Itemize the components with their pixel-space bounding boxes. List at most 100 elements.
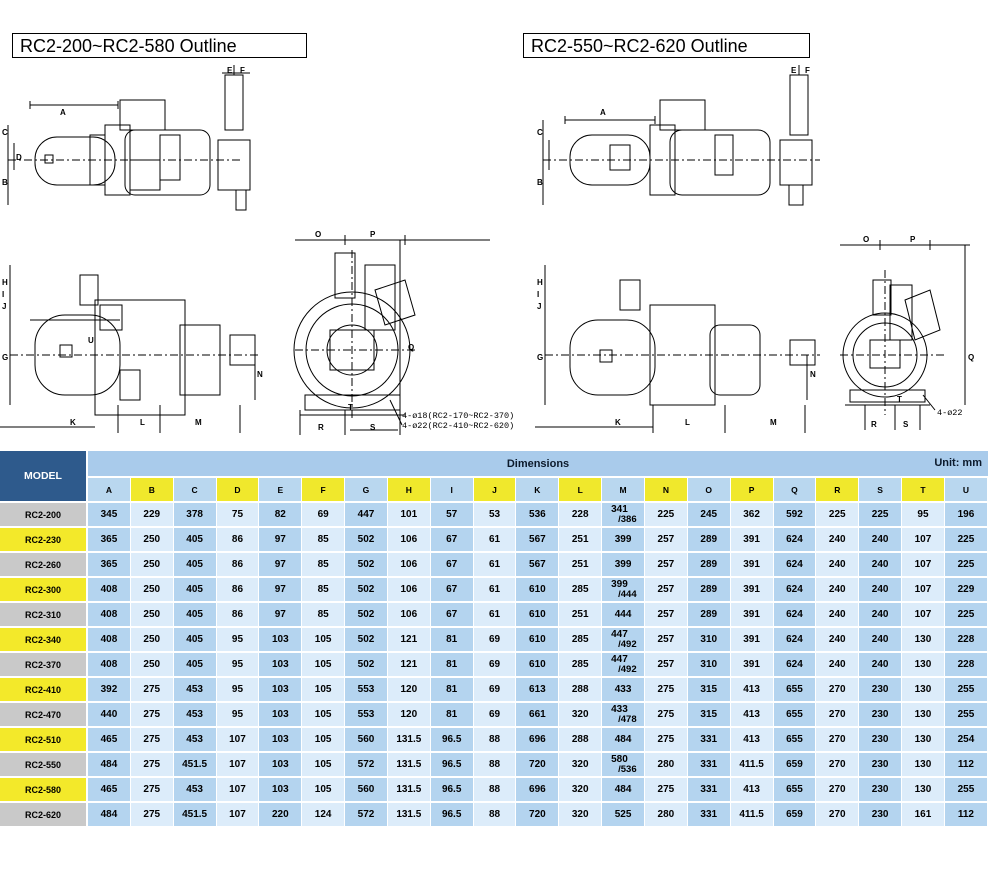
dimension-cell-g: 560 [345, 776, 388, 801]
dimension-cell-a: 365 [88, 551, 131, 576]
dimension-cell-k: 567 [516, 551, 560, 576]
column-header-q: Q [773, 476, 817, 501]
dim-label-o: O [315, 230, 321, 239]
dimension-cell-s: 240 [859, 576, 903, 601]
dim-label-l: L [140, 418, 145, 427]
column-header-j: J [473, 476, 517, 501]
dimension-cell-i: 81 [430, 651, 474, 676]
dimension-cell-t: 130 [902, 701, 945, 726]
dimension-cell-m: 484 [602, 726, 645, 751]
dimension-cell-a: 408 [88, 601, 131, 626]
dimension-cell-t: 130 [902, 751, 945, 776]
dimension-cell-r: 270 [816, 676, 860, 701]
dimension-cell-s: 230 [859, 801, 903, 826]
bolt-note-2: 4-ø22(RC2-410~RC2-620) [402, 421, 514, 431]
split-value-top: 433 [611, 703, 628, 715]
outline-title-left: RC2-200~RC2-580 Outline [12, 33, 307, 58]
dimension-cell-c: 453 [173, 676, 217, 701]
dimension-cell-k: 610 [516, 626, 560, 651]
right-dim-label-h: H [537, 278, 543, 287]
dimension-cell-b: 275 [130, 751, 174, 776]
dimension-cell-d: 95 [216, 676, 260, 701]
dimension-cell-d: 107 [216, 801, 260, 826]
dimension-cell-t: 107 [902, 551, 945, 576]
dim-label-k: K [70, 418, 76, 427]
column-header-t: T [902, 476, 945, 501]
dimension-cell-p: 391 [730, 601, 774, 626]
dimension-cell-s: 240 [859, 551, 903, 576]
dimension-cell-j: 88 [473, 726, 517, 751]
dim-label-f: F [240, 66, 245, 75]
column-header-m: M [602, 476, 645, 501]
dimension-cell-h: 106 [387, 601, 431, 626]
model-cell: RC2-310 [0, 601, 88, 626]
dimension-cell-h: 131.5 [387, 726, 431, 751]
dimension-cell-q: 624 [773, 526, 817, 551]
right-dim-label-t: T [897, 395, 902, 404]
right-dim-label-n: N [810, 370, 816, 379]
dimension-cell-g: 572 [345, 801, 388, 826]
dimension-cell-n: 257 [644, 601, 688, 626]
dimension-cell-p: 413 [730, 726, 774, 751]
dimension-cell-u: 225 [944, 601, 988, 626]
right-dim-label-j: J [537, 302, 541, 311]
dimension-cell-a: 484 [88, 751, 131, 776]
dimension-cell-h: 120 [387, 701, 431, 726]
dimension-cell-g: 560 [345, 726, 388, 751]
dimension-cell-q: 655 [773, 676, 817, 701]
dimension-cell-d: 107 [216, 726, 260, 751]
right-dim-label-b: B [537, 178, 543, 187]
dimension-cell-b: 250 [130, 576, 174, 601]
dimension-cell-e: 103 [259, 676, 303, 701]
split-value-bottom: /492 [618, 638, 637, 650]
dimension-cell-r: 240 [816, 651, 860, 676]
dimension-cell-c: 405 [173, 601, 217, 626]
dimension-cell-f: 105 [302, 676, 346, 701]
dimension-cell-h: 106 [387, 576, 431, 601]
dimension-cell-d: 95 [216, 626, 260, 651]
dimension-cell-i: 81 [430, 626, 474, 651]
dimension-cell-l: 320 [559, 751, 603, 776]
dimension-cell-n: 257 [644, 526, 688, 551]
dimension-cell-d: 86 [216, 576, 260, 601]
dimension-cell-u: 225 [944, 526, 988, 551]
column-header-p: P [730, 476, 774, 501]
dimension-cell-s: 225 [859, 501, 903, 526]
dimension-cell-g: 502 [345, 626, 388, 651]
dim-label-b: B [2, 178, 8, 187]
dimension-cell-r: 270 [816, 751, 860, 776]
dimension-cell-b: 275 [130, 726, 174, 751]
dimension-cell-p: 413 [730, 701, 774, 726]
model-header: MODEL [0, 451, 88, 501]
dimension-cell-i: 96.5 [430, 801, 474, 826]
dimension-cell-l: 288 [559, 676, 603, 701]
right-dim-label-k: K [615, 418, 621, 427]
dim-label-s: S [370, 423, 376, 432]
dimension-cell-r: 240 [816, 626, 860, 651]
column-header-s: S [859, 476, 903, 501]
right-dim-label-s: S [903, 420, 909, 429]
dimension-cell-b: 250 [130, 551, 174, 576]
dimension-cell-i: 81 [430, 701, 474, 726]
dimension-cell-d: 75 [216, 501, 260, 526]
dimension-cell-i: 81 [430, 676, 474, 701]
dimension-cell-q: 624 [773, 576, 817, 601]
dimension-cell-o: 310 [687, 651, 731, 676]
dimension-cell-f: 69 [302, 501, 346, 526]
dimension-cell-t: 130 [902, 726, 945, 751]
split-value-top: 447 [611, 628, 628, 640]
dimension-cell-m: 444 [602, 601, 645, 626]
dimension-cell-k: 720 [516, 751, 560, 776]
dimension-cell-m: 399/444 [602, 576, 645, 601]
dim-label-m: M [195, 418, 202, 427]
dimension-cell-f: 105 [302, 651, 346, 676]
dimension-cell-c: 378 [173, 501, 217, 526]
dimension-cell-a: 392 [88, 676, 131, 701]
dimension-cell-p: 411.5 [730, 751, 774, 776]
right-bolt-note: 4-ø22 [937, 408, 963, 418]
dimension-cell-j: 61 [473, 551, 517, 576]
